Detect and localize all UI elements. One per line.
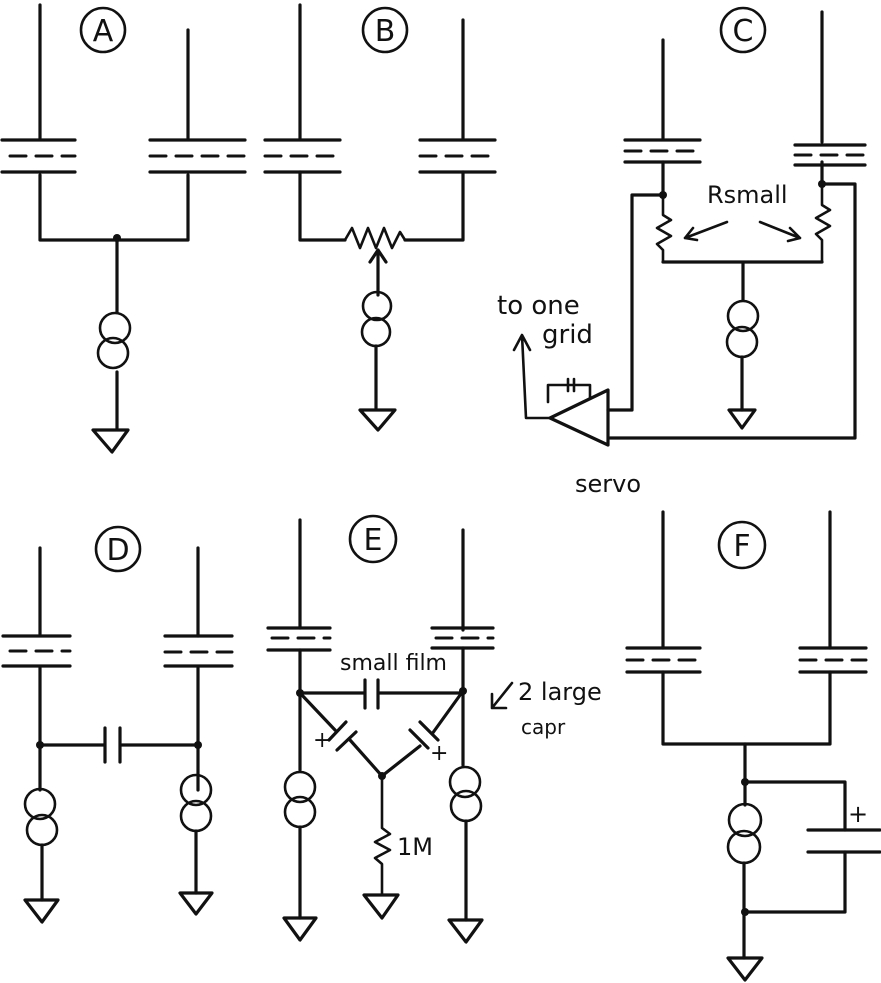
panel-e-current-source-right (448, 765, 483, 823)
panel-f-ground-icon (726, 956, 764, 982)
svg-text:capr: capr (521, 715, 566, 739)
panel-e-ground-center-icon (362, 893, 400, 920)
svg-text:servo: servo (575, 470, 641, 498)
panel-c-label: C (719, 6, 767, 54)
panel-c-rsmall-left (655, 193, 673, 264)
svg-text:B: B (375, 14, 396, 49)
panel-e-1m-resistor (373, 774, 392, 896)
panel-c-rsmall-right (814, 182, 832, 264)
svg-text:grid: grid (542, 320, 593, 350)
svg-text:E: E (364, 523, 383, 558)
panel-e-ground-left-icon (282, 916, 318, 942)
panel-b-ground-icon (358, 408, 397, 432)
panel-b-potentiometer (343, 226, 407, 250)
svg-text:Rsmall: Rsmall (707, 181, 788, 209)
panel-a-current-source (96, 311, 132, 370)
panel-c: C Rsmall to one grid servo (497, 6, 867, 498)
panel-d-ground-right-icon (178, 891, 214, 916)
panel-e-ground-right-icon (447, 918, 484, 944)
panel-e-small-film-capacitor (298, 678, 465, 710)
panel-f: F + (625, 510, 881, 982)
panel-d: D (1, 525, 234, 924)
panel-e-current-source-left (283, 770, 317, 829)
panel-d-coupling-capacitor (38, 726, 200, 764)
panel-f-current-source (726, 802, 763, 865)
panel-d-ground-left-icon (23, 898, 60, 924)
svg-text:F: F (733, 529, 750, 564)
panel-b-label: B (361, 6, 409, 54)
panel-e: E small film + + 1M 2 large capr (266, 514, 602, 944)
svg-text:+: + (848, 800, 868, 828)
panel-e-label: E (348, 514, 398, 564)
svg-text:+: + (430, 741, 448, 766)
panel-f-bypass-capacitor (806, 828, 881, 854)
svg-text:A: A (93, 14, 114, 49)
panel-a: A (0, 3, 247, 454)
panel-f-label: F (717, 520, 767, 570)
panel-b-current-source (360, 290, 393, 348)
panel-a-ground-icon (91, 428, 130, 454)
panel-d-current-source-right (179, 773, 213, 833)
svg-text:C: C (733, 14, 754, 49)
svg-text:to one: to one (497, 291, 580, 321)
panel-d-label: D (94, 525, 142, 573)
panel-e-large-capacitor-left (298, 691, 384, 778)
panel-d-current-source-left (23, 787, 59, 847)
panel-c-ground-icon (727, 408, 757, 430)
panel-c-current-source (725, 299, 760, 359)
svg-text:D: D (106, 533, 129, 568)
panel-e-large-capacitor-right (380, 689, 465, 778)
svg-text:small film: small film (340, 651, 447, 676)
panel-c-servo-amplifier (512, 333, 610, 447)
svg-text:+: + (313, 728, 331, 753)
svg-text:1M: 1M (397, 833, 433, 861)
panel-b: B (263, 3, 497, 432)
panel-a-label: A (79, 6, 127, 54)
svg-text:2 large: 2 large (518, 678, 602, 706)
